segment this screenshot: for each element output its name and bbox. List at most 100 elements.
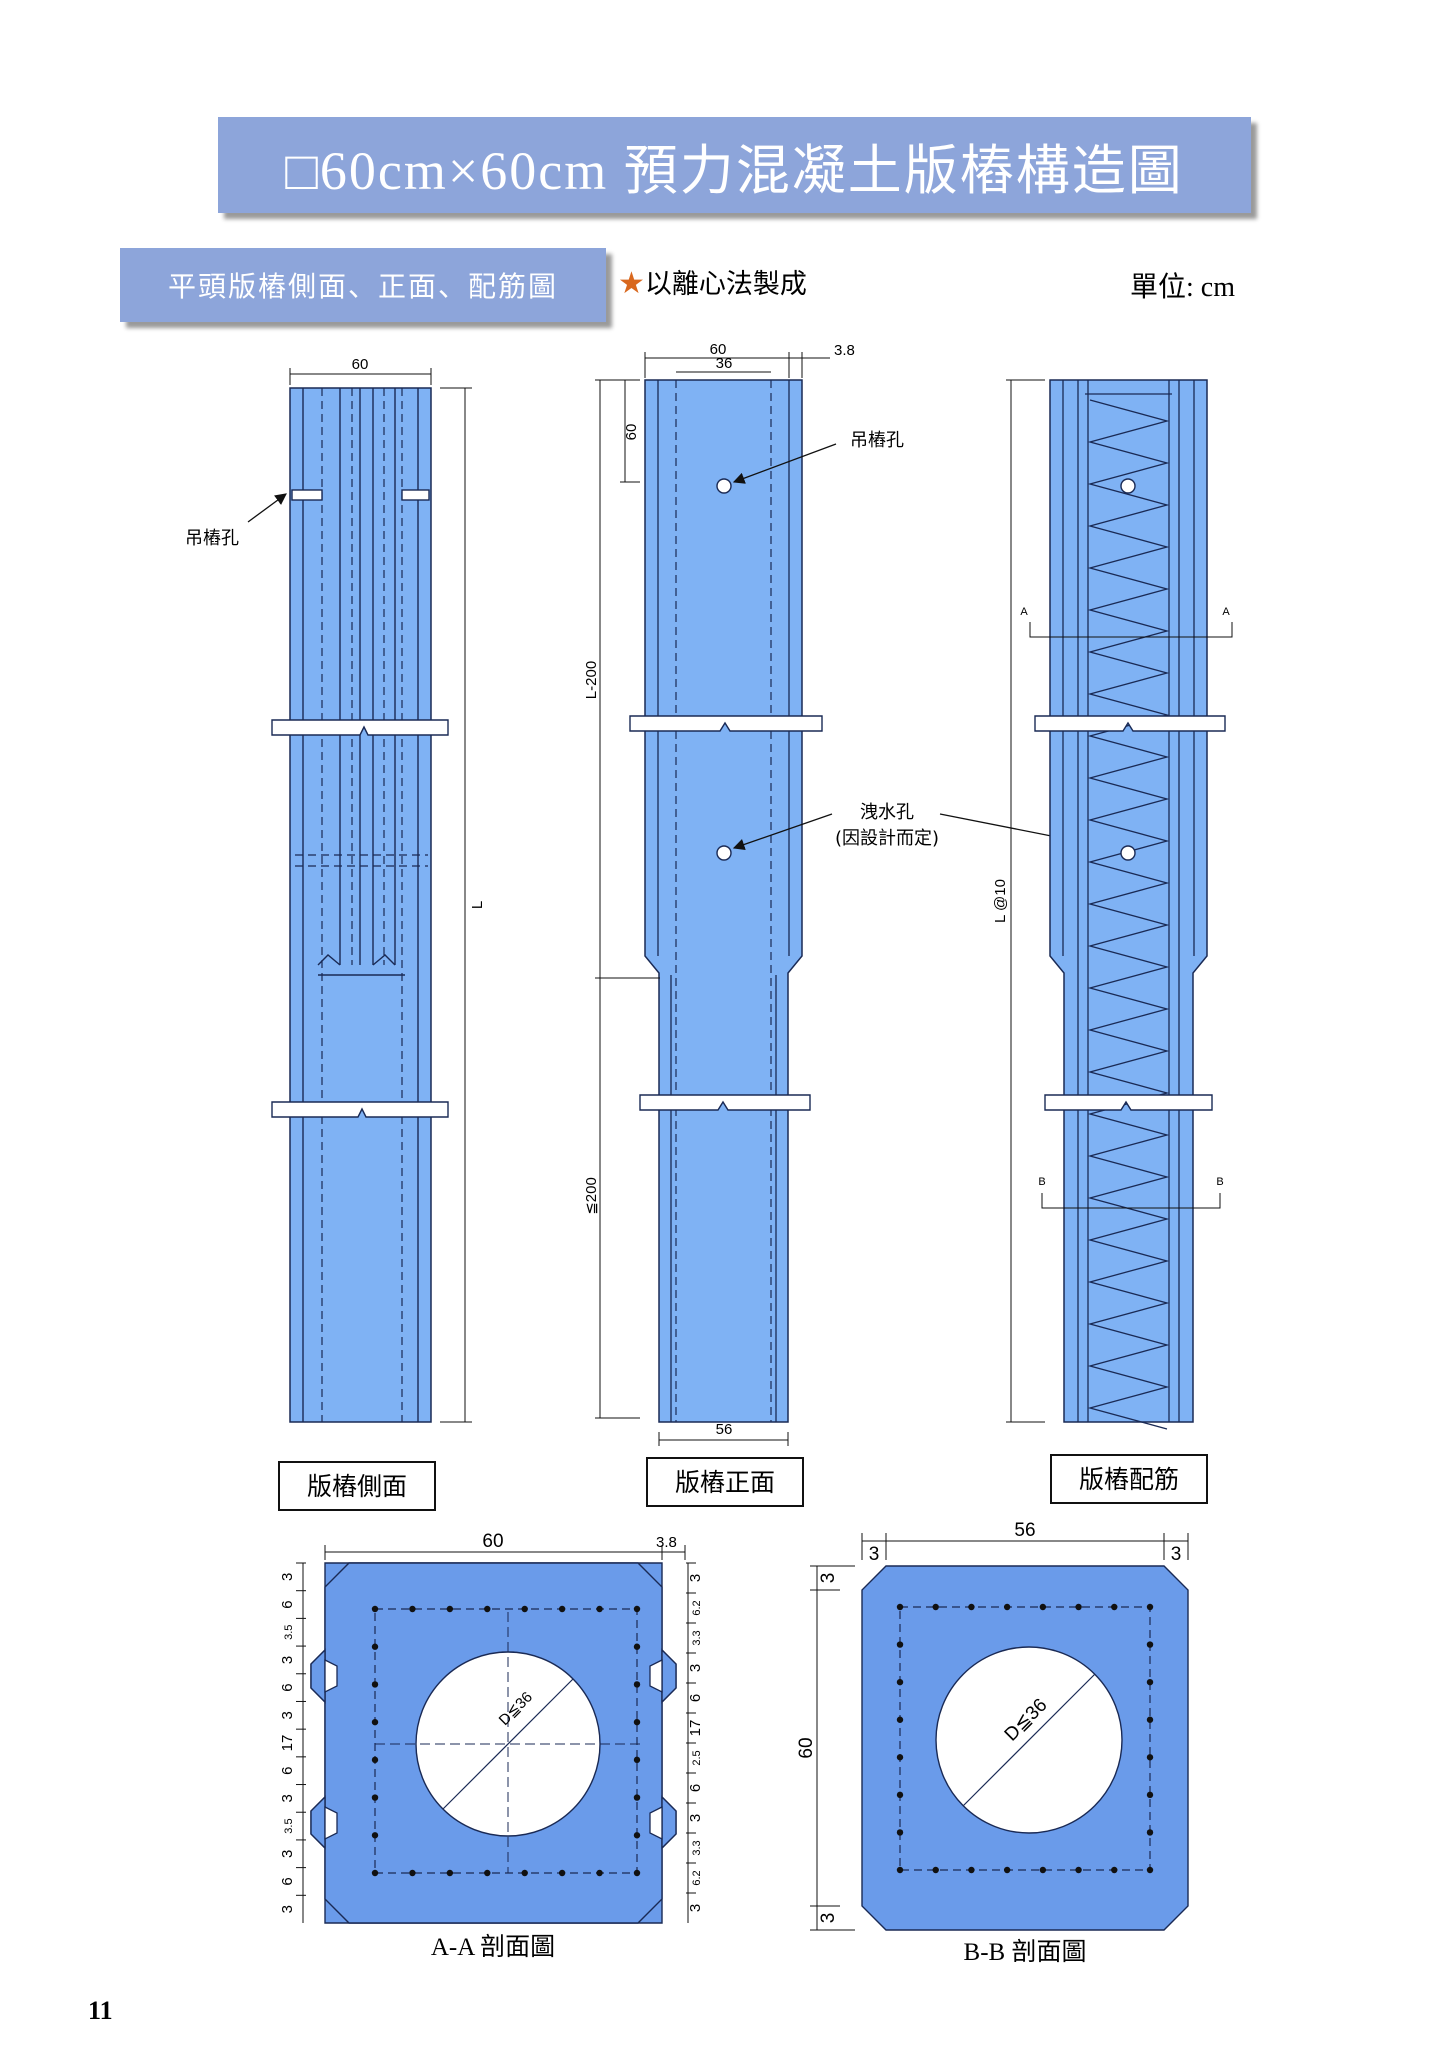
bb-right-dim: 3	[1171, 1544, 1182, 1565]
tendon-dot	[896, 1716, 904, 1723]
front-bottom-dim: 56	[716, 1421, 733, 1438]
page-title: □60cm×60cm 預力混凝土版樁構造圖	[285, 140, 1184, 201]
section-dim-label: 6	[687, 1784, 704, 1792]
section-dim-label: 2.5	[691, 1750, 703, 1765]
tendon-dot	[371, 1869, 379, 1877]
bb-height-dim: 60	[796, 1737, 817, 1758]
tendon-dot	[1111, 1603, 1118, 1611]
section-dim-label: 6	[279, 1600, 296, 1608]
tendon-dot	[521, 1605, 528, 1613]
tendon-dot	[633, 1605, 641, 1613]
tendon-dot	[558, 1869, 566, 1877]
aa-caption: A-A 剖面圖	[431, 1933, 555, 1961]
tendon-dot	[932, 1866, 939, 1874]
front-edge-dim: 3.8	[834, 342, 855, 359]
bb-caption: B-B 剖面圖	[964, 1938, 1087, 1966]
front-lower-dim: ≦200	[583, 1177, 600, 1215]
section-dim-label: 17	[279, 1735, 296, 1752]
section-dim-label: 6.2	[691, 1870, 703, 1885]
tendon-dot	[1075, 1866, 1082, 1874]
section-dim-label: 3.3	[691, 1840, 703, 1855]
tendon-dot	[1146, 1866, 1154, 1874]
rebar-view: L @10 A A B B	[992, 379, 1233, 1430]
section-dim-label: 3.5	[283, 1818, 295, 1833]
tendon-dot	[371, 1605, 379, 1613]
tendon-dot	[1146, 1791, 1154, 1799]
tendon-dot	[1003, 1866, 1011, 1874]
unit-label: 單位: cm	[1130, 272, 1235, 303]
tendon-dot	[633, 1681, 641, 1688]
side-view-caption: 版樁側面	[307, 1472, 407, 1501]
front-width-dim: 60	[710, 341, 727, 358]
tendon-dot	[896, 1603, 904, 1611]
tendon-dot	[633, 1869, 641, 1877]
method-note: ★以離心法製成	[618, 262, 807, 301]
front-view-caption: 版樁正面	[675, 1468, 775, 1497]
section-heading: 平頭版樁側面、正面、配筋圖	[167, 270, 558, 303]
tendon-dot	[371, 1832, 379, 1839]
tendon-dot	[896, 1678, 904, 1686]
bb-tendon-dots	[896, 1603, 1154, 1874]
aa-edge-dim: 3.8	[656, 1534, 677, 1551]
tendon-dot	[968, 1603, 975, 1611]
tendon-dot	[896, 1791, 904, 1799]
section-bb: D≦36 56 3 3 60 3 3 B-B 剖面圖	[796, 1520, 1189, 1966]
cut-b-right: B	[1216, 1176, 1223, 1188]
front-lifting-hole-label: 吊樁孔	[850, 430, 904, 451]
tendon-dot	[1111, 1866, 1118, 1874]
tendon-dot	[521, 1869, 528, 1877]
section-dim-label: 6	[279, 1683, 296, 1691]
tendon-dot	[968, 1866, 975, 1874]
cut-a-right: A	[1222, 606, 1230, 618]
tendon-dot	[596, 1869, 603, 1877]
tendon-dot	[371, 1756, 379, 1764]
section-dim-label: 3	[279, 1573, 296, 1581]
section-dim-label: 6	[279, 1767, 296, 1775]
tendon-dot	[932, 1603, 939, 1611]
tendon-dot	[371, 1643, 379, 1650]
tendon-dot	[558, 1605, 566, 1613]
tendon-dot	[484, 1605, 491, 1613]
tendon-dot	[409, 1605, 416, 1613]
tendon-dot	[1146, 1754, 1154, 1761]
front-upper-dim: 60	[623, 424, 640, 441]
drain-hole-note: (因設計而定)	[835, 828, 939, 849]
section-dim-label: 6	[687, 1694, 704, 1702]
aa-tendon-dots	[371, 1605, 641, 1877]
side-lifting-hole-label: 吊樁孔	[185, 528, 239, 549]
section-dim-label: 3	[687, 1574, 704, 1582]
front-mid-dim: L-200	[583, 661, 600, 699]
section-dim-label: 6	[279, 1877, 296, 1885]
section-heading-band: 平頭版樁側面、正面、配筋圖	[120, 248, 606, 322]
tendon-dot	[1146, 1678, 1154, 1686]
section-dim-label: 3	[687, 1664, 704, 1672]
section-dim-label: 3	[279, 1656, 296, 1664]
tendon-dot	[409, 1869, 416, 1877]
rebar-view-caption: 版樁配筋	[1079, 1465, 1179, 1494]
section-dim-label: 3	[279, 1905, 296, 1913]
page-number: 11	[88, 1996, 113, 2025]
tendon-dot	[484, 1869, 491, 1877]
section-dim-label: 6.2	[691, 1600, 703, 1615]
tendon-dot	[896, 1829, 904, 1836]
tendon-dot	[896, 1641, 904, 1648]
aa-width-dim: 60	[482, 1531, 503, 1552]
tendon-dot	[633, 1794, 641, 1801]
cut-a-left: A	[1020, 606, 1028, 618]
tendon-dot	[896, 1754, 904, 1761]
side-width-dim: 60	[352, 356, 369, 373]
tendon-dot	[1146, 1716, 1154, 1723]
tendon-dot	[633, 1643, 641, 1650]
section-dim-label: 3	[279, 1850, 296, 1858]
tendon-dot	[633, 1718, 641, 1726]
tendon-dot	[633, 1832, 641, 1839]
tendon-dot	[371, 1718, 379, 1726]
bb-bottom-dim: 3	[818, 1913, 839, 1924]
section-dim-label: 3.3	[691, 1630, 703, 1645]
bb-top-dim: 3	[818, 1573, 839, 1584]
section-dim-label: 3	[687, 1904, 704, 1912]
